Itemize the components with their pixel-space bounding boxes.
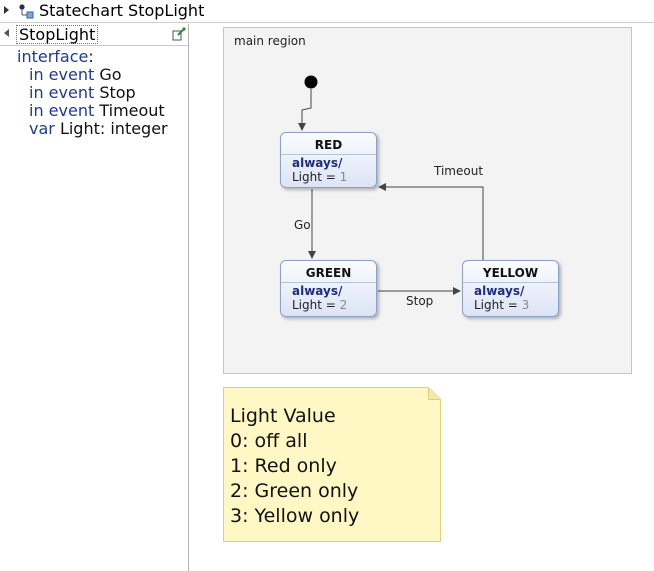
spec-keyword: var (29, 119, 55, 138)
state-action: Light = 1 (292, 170, 347, 184)
spec-keyword: in event (29, 101, 95, 120)
spec-keyword: in event (29, 83, 95, 102)
spec-line: in event Stop (0, 84, 168, 102)
definition-text[interactable]: interface: in event Go in event Stop in … (0, 48, 168, 138)
initial-transition[interactable] (298, 89, 312, 131)
note-line: 3: Yellow only (230, 505, 360, 527)
action-value: 3 (521, 298, 530, 312)
divider (0, 45, 188, 46)
state-name: YELLOW (482, 266, 539, 280)
state-name: GREEN (305, 266, 352, 280)
action-value: 1 (339, 170, 348, 184)
note-line: 0: off all (230, 430, 308, 452)
editor-header: Statechart StopLight (0, 0, 654, 23)
state-divider (463, 282, 558, 283)
spec-text: Timeout (94, 101, 165, 120)
spec-line: interface: (0, 48, 168, 66)
expand-triangle-icon[interactable] (4, 6, 9, 14)
state-trigger: always/ (292, 284, 343, 298)
state-divider (281, 282, 376, 283)
spec-text: : (88, 47, 94, 66)
action-prefix: Light = (292, 170, 340, 184)
transition-label-timeout[interactable]: Timeout (434, 164, 484, 178)
state-divider (281, 154, 376, 155)
transition-label-go[interactable]: Go (294, 218, 311, 232)
collapse-triangle-icon[interactable] (4, 29, 9, 37)
spec-text: Light: integer (54, 119, 168, 138)
region-label: main region (234, 34, 306, 48)
definition-header: StopLight (0, 24, 188, 44)
spec-line: in event Timeout (0, 102, 168, 120)
state-trigger: always/ (292, 156, 343, 170)
state-action: Light = 3 (474, 298, 529, 312)
state-name: RED (314, 138, 343, 152)
state-action: Light = 2 (292, 298, 347, 312)
action-prefix: Light = (474, 298, 522, 312)
note-text: Light Value 0: off all 1: Red only 2: Gr… (230, 404, 359, 529)
action-value: 2 (339, 298, 348, 312)
note-line: 2: Green only (230, 480, 359, 502)
initial-state[interactable] (304, 75, 318, 89)
spec-line: var Light: integer (0, 120, 168, 138)
state-green[interactable]: GREEN always/ Light = 2 (280, 260, 377, 317)
spec-text: Go (94, 65, 122, 84)
action-prefix: Light = (292, 298, 340, 312)
transition-timeout[interactable] (378, 183, 484, 260)
statechart-icon (19, 4, 34, 19)
definition-section: StopLight interface: in event Go in even… (0, 24, 189, 571)
note-box[interactable] (223, 387, 441, 542)
spec-keyword: interface (17, 47, 89, 66)
pin-icon[interactable] (172, 27, 186, 41)
state-trigger: always/ (474, 284, 525, 298)
state-red[interactable]: RED always/ Light = 1 (280, 132, 377, 188)
spec-keyword: in event (29, 65, 95, 84)
spec-line: in event Go (0, 66, 168, 84)
note-line: 1: Red only (230, 455, 337, 477)
state-yellow[interactable]: YELLOW always/ Light = 3 (462, 260, 559, 317)
spec-text: Stop (94, 83, 136, 102)
editor-title: Statechart StopLight (39, 1, 205, 20)
transition-label-stop[interactable]: Stop (406, 294, 434, 308)
statechart-name-field[interactable]: StopLight (16, 25, 99, 44)
note-line: Light Value (230, 405, 336, 427)
